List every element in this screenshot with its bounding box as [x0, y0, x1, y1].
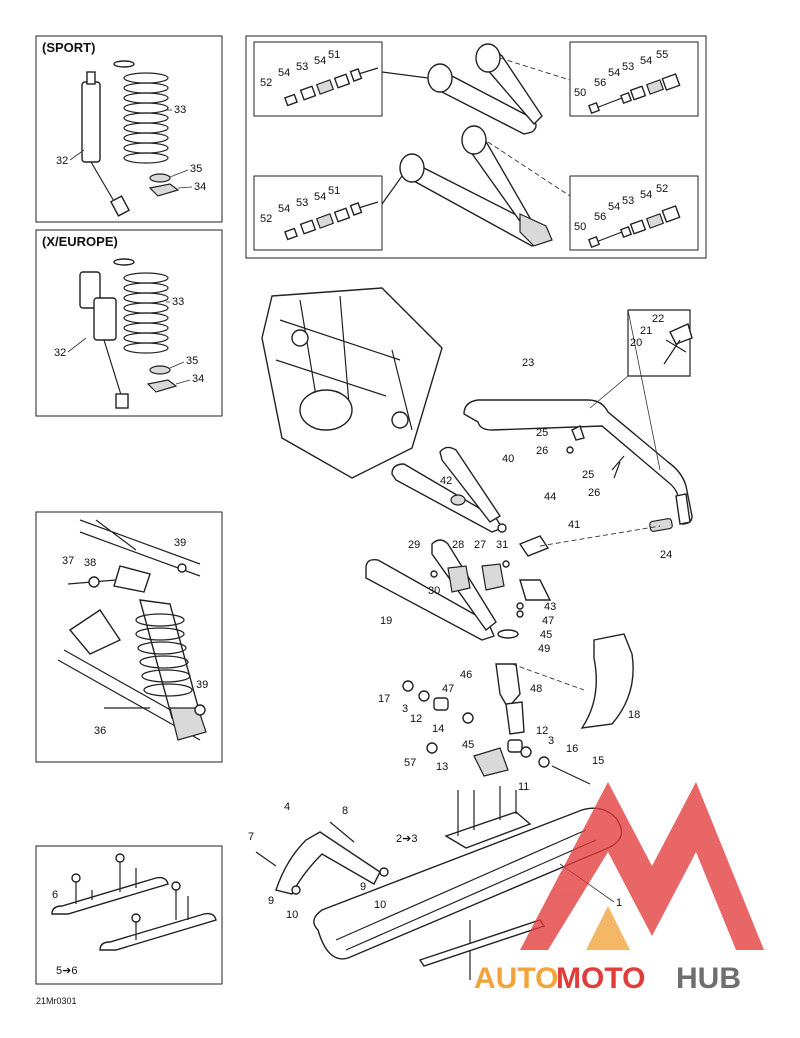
label-46: 46 — [460, 669, 472, 681]
hw-tl-54b: 54 — [314, 55, 326, 67]
label-39a: 39 — [174, 537, 186, 549]
hw-bl-54a: 54 — [278, 203, 290, 215]
label-24: 24 — [660, 549, 672, 561]
label-3b: 3 — [548, 735, 554, 747]
sport-title: (SPORT) — [42, 40, 95, 55]
x-europe-title: (X/EUROPE) — [42, 234, 118, 249]
hw-br-50: 50 — [574, 221, 586, 233]
label-25a: 25 — [536, 427, 548, 439]
label-9a: 9 — [268, 895, 274, 907]
main-assembly: 22 21 20 23 25 26 25 26 40 42 44 41 24 2… — [248, 287, 693, 980]
hw-tl-53: 53 — [296, 61, 308, 73]
label-12b: 12 — [536, 725, 548, 737]
label-1: 1 — [616, 897, 622, 909]
label-10a: 10 — [286, 909, 298, 921]
label-29: 29 — [408, 539, 420, 551]
label-30: 30 — [428, 585, 440, 597]
label-48: 48 — [530, 683, 542, 695]
sport-box: (SPORT) 32 33 35 34 — [35, 35, 223, 223]
label-9b: 9 — [360, 881, 366, 893]
label-16: 16 — [566, 743, 578, 755]
label-22: 22 — [652, 313, 664, 325]
label-33b: 33 — [172, 296, 184, 308]
figure-code: 21Mr0301 — [36, 996, 77, 1006]
label-42: 42 — [440, 475, 452, 487]
label-17: 17 — [378, 693, 390, 705]
label-41: 41 — [568, 519, 580, 531]
label-33: 33 — [174, 104, 186, 116]
hw-br-54b: 54 — [640, 189, 652, 201]
label-37: 37 — [62, 555, 74, 567]
label-6: 6 — [52, 889, 58, 901]
label-18: 18 — [628, 709, 640, 721]
label-10b: 10 — [374, 899, 386, 911]
label-38: 38 — [84, 557, 96, 569]
label-28: 28 — [452, 539, 464, 551]
label-31: 31 — [496, 539, 508, 551]
hw-br-53: 53 — [622, 195, 634, 207]
hw-tl-54a: 54 — [278, 67, 290, 79]
label-47a: 47 — [542, 615, 554, 627]
hw-tr-56: 56 — [594, 77, 606, 89]
label-15: 15 — [592, 755, 604, 767]
label-5to6: 5➔6 — [56, 965, 77, 977]
hw-tl-51: 51 — [328, 49, 340, 61]
hw-tl-52: 52 — [260, 77, 272, 89]
label-47b: 47 — [442, 683, 454, 695]
label-45b: 45 — [462, 739, 474, 751]
hw-br-54a: 54 — [608, 201, 620, 213]
hw-bl-52: 52 — [260, 213, 272, 225]
label-19: 19 — [380, 615, 392, 627]
hw-tr-54b: 54 — [640, 55, 652, 67]
label-39b: 39 — [196, 679, 208, 691]
x-europe-box: (X/EUROPE) 32 33 35 34 — [35, 229, 223, 417]
label-44: 44 — [544, 491, 556, 503]
label-4: 4 — [284, 801, 290, 813]
label-36: 36 — [94, 725, 106, 737]
label-8: 8 — [342, 805, 348, 817]
label-45a: 45 — [540, 629, 552, 641]
label-11: 11 — [518, 781, 529, 793]
label-3a: 3 — [402, 703, 408, 715]
label-26b: 26 — [588, 487, 600, 499]
watermark-logo — [520, 782, 764, 950]
runner-box: 6 5➔6 — [35, 845, 223, 985]
label-57: 57 — [404, 757, 416, 769]
label-49: 49 — [538, 643, 550, 655]
label-27: 27 — [474, 539, 486, 551]
a-arm-hardware-frame: 52 54 53 54 51 50 56 54 53 54 55 52 — [245, 35, 707, 259]
label-21: 21 — [640, 325, 652, 337]
hw-bl-54b: 54 — [314, 191, 326, 203]
label-7: 7 — [248, 831, 254, 843]
label-20: 20 — [630, 337, 642, 349]
label-13: 13 — [436, 761, 448, 773]
hw-tr-50: 50 — [574, 87, 586, 99]
label-34b: 34 — [192, 373, 204, 385]
watermark-moto: MOTO — [556, 962, 645, 995]
label-2to3: 2➔3 — [396, 833, 417, 845]
label-26a: 26 — [536, 445, 548, 457]
label-12a: 12 — [410, 713, 422, 725]
watermark-hub: HUB — [676, 962, 741, 995]
label-14: 14 — [432, 723, 444, 735]
hw-bl-53: 53 — [296, 197, 308, 209]
label-23: 23 — [522, 357, 534, 369]
hw-tr-55: 55 — [656, 49, 668, 61]
hw-br-56: 56 — [594, 211, 606, 223]
label-40: 40 — [502, 453, 514, 465]
label-32b: 32 — [54, 347, 66, 359]
shock-mount-box: 37 38 39 39 36 — [35, 511, 223, 763]
watermark-auto: AUTO — [474, 962, 558, 995]
label-35b: 35 — [186, 355, 198, 367]
hw-tr-53: 53 — [622, 61, 634, 73]
hw-tr-54a: 54 — [608, 67, 620, 79]
label-35: 35 — [190, 163, 202, 175]
label-32: 32 — [56, 155, 68, 167]
label-34: 34 — [194, 181, 206, 193]
label-43: 43 — [544, 601, 556, 613]
hw-br-52: 52 — [656, 183, 668, 195]
hw-bl-51: 51 — [328, 185, 340, 197]
label-25b: 25 — [582, 469, 594, 481]
